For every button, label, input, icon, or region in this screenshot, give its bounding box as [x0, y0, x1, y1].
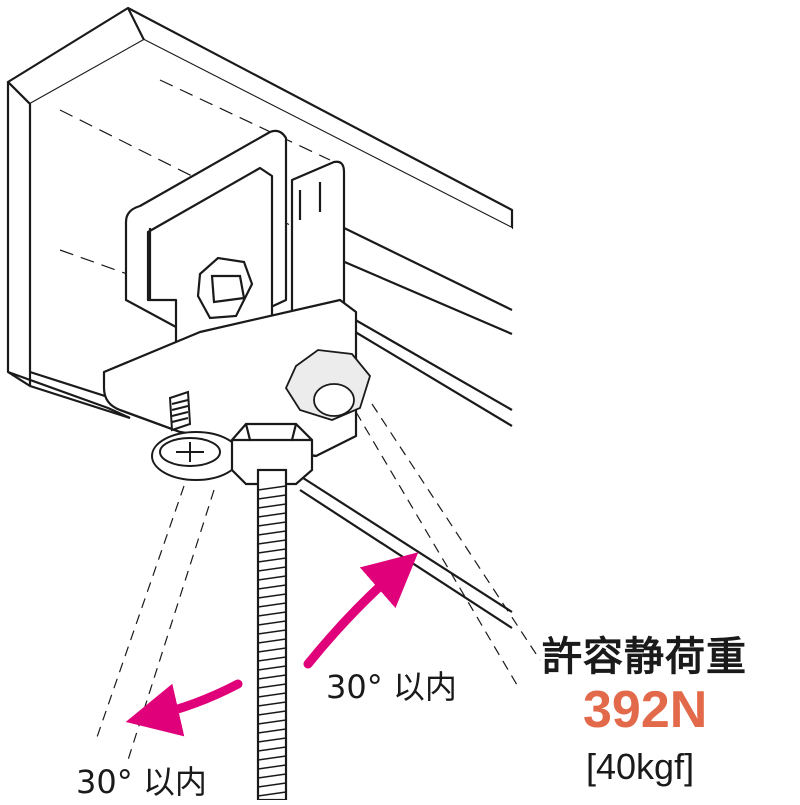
set-screw [151, 390, 241, 481]
hex-nut [230, 422, 314, 486]
allowable-load-title: 許容静荷重 [542, 634, 747, 680]
curved-arrow-icon [303, 552, 419, 669]
curved-arrow-icon [125, 679, 243, 737]
angle-label-right: 30° 以内 [326, 668, 457, 706]
bolt-head [196, 256, 254, 320]
load-value-kgf: [40kgf] [586, 746, 695, 787]
angle-guides [95, 403, 541, 761]
threaded-rod [256, 468, 288, 802]
swing-arrows [125, 552, 419, 737]
angle-label-left: 30° 以内 [76, 763, 207, 801]
side-nut [284, 349, 372, 421]
load-value-newton: 392N [583, 681, 708, 739]
